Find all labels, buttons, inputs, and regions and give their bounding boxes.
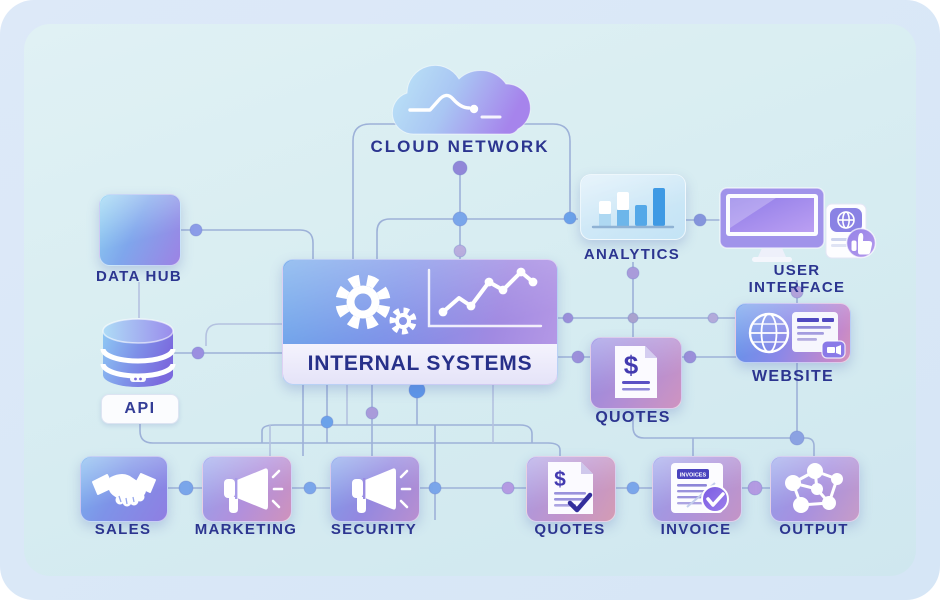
cloud-icon [391, 64, 531, 135]
marketing-label: MARKETING [194, 521, 298, 538]
analytics-label: ANALYTICS [583, 246, 681, 263]
security-label: SECURITY [330, 521, 418, 538]
quotes-bottom-label: QUOTES [534, 521, 606, 538]
invoice-document-icon: INVOICES [652, 456, 742, 522]
data-hub-label: DATA HUB [96, 268, 182, 285]
invoices-badge-label: INVOICES [680, 473, 707, 479]
cloud-network-label: CLOUD NETWORK [370, 137, 550, 156]
connector-dots [178, 160, 805, 496]
gears-and-line-chart-icon [335, 267, 543, 335]
dollar-glyph: $ [554, 468, 566, 491]
dollar-glyph: $ [624, 350, 639, 380]
quotes-mid-label: QUOTES [595, 409, 671, 426]
website-label: WEBSITE [752, 368, 834, 385]
user-interface-label: USER INTERFACE [748, 262, 846, 296]
dollar-document-icon: $ [590, 337, 682, 409]
invoice-label: INVOICE [660, 521, 732, 538]
megaphone-icon [202, 456, 292, 522]
output-label: OUTPUT [779, 521, 849, 538]
sales-label: SALES [94, 521, 152, 538]
internal-systems-label: INTERNAL SYSTEMS [283, 344, 557, 384]
globe-document-icon [735, 303, 851, 363]
handshake-icon [80, 456, 168, 522]
bar-chart-icon [580, 174, 686, 240]
network-nodes-icon [770, 456, 860, 522]
database-icon [100, 318, 176, 387]
dollar-document-check-icon: $ [526, 456, 616, 522]
cube-icon [99, 194, 181, 266]
monitor-thumbs-up-icon [719, 187, 877, 262]
megaphone-icon [330, 456, 420, 522]
internal-systems-card: INTERNAL SYSTEMS [282, 259, 558, 385]
api-label: API [124, 400, 156, 417]
api-label-box: API [101, 394, 179, 424]
